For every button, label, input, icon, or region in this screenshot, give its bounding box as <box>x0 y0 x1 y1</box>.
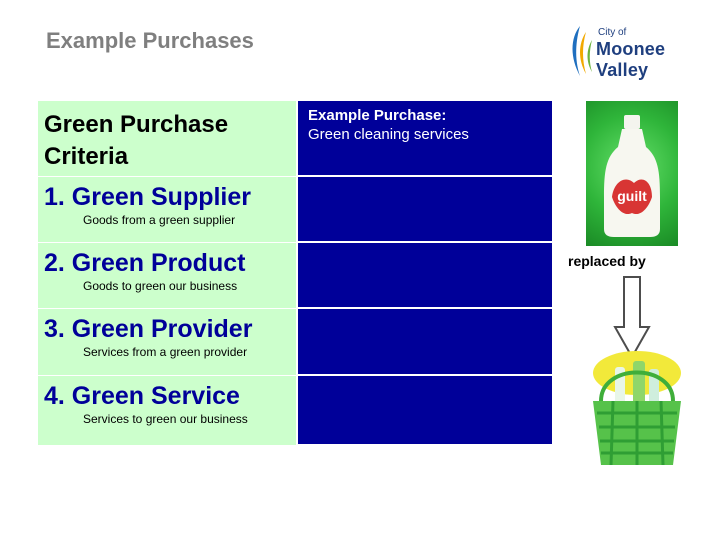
table-row: 2. Green Product Goods to green our busi… <box>38 243 296 309</box>
header-right-title: Example Purchase: <box>308 107 447 124</box>
row-title: 1. Green Supplier <box>44 183 252 211</box>
table-row-empty-cell <box>296 309 552 376</box>
council-logo: City of Moonee Valley <box>566 22 716 82</box>
table-row-empty-cell <box>296 243 552 309</box>
green-cleaning-basket-image <box>583 343 691 473</box>
slide-title: Example Purchases <box>46 28 254 53</box>
logo-mark-icon <box>572 26 592 76</box>
replaced-by-label: replaced by <box>568 253 646 269</box>
table-row-empty-cell <box>296 177 552 243</box>
bottle-label-text: guilt <box>617 188 647 204</box>
row-subtitle: Services from a green provider <box>83 345 248 359</box>
row-title: 3. Green Provider <box>44 315 253 343</box>
table-row-empty-cell <box>296 376 552 446</box>
table-row: 4. Green Service Services to green our b… <box>38 376 296 446</box>
row-subtitle: Services to green our business <box>83 412 248 426</box>
row-title: 4. Green Service <box>44 382 240 410</box>
table-row: 3. Green Provider Services from a green … <box>38 309 296 376</box>
row-title: 2. Green Product <box>44 249 246 277</box>
header-left-text: Green Purchase Criteria <box>44 111 229 170</box>
down-arrow-icon <box>613 276 651 359</box>
criteria-table: Green Purchase Criteria Example Purchase… <box>38 101 552 446</box>
cleaning-basket-icon <box>593 351 681 466</box>
spray-bottle-icon: guilt <box>604 115 660 237</box>
table-header-left: Green Purchase Criteria <box>38 101 296 177</box>
table-header-right: Example Purchase: Green cleaning service… <box>296 101 552 177</box>
table-row: 1. Green Supplier Goods from a green sup… <box>38 177 296 243</box>
logo-text-small: City of <box>598 27 627 38</box>
cleaning-bottle-image: guilt <box>586 101 678 246</box>
row-subtitle: Goods to green our business <box>83 279 238 293</box>
logo-text-main: Moonee Valley <box>596 39 666 80</box>
row-subtitle: Goods from a green supplier <box>83 213 236 227</box>
header-right-text: Green cleaning services <box>308 126 469 143</box>
